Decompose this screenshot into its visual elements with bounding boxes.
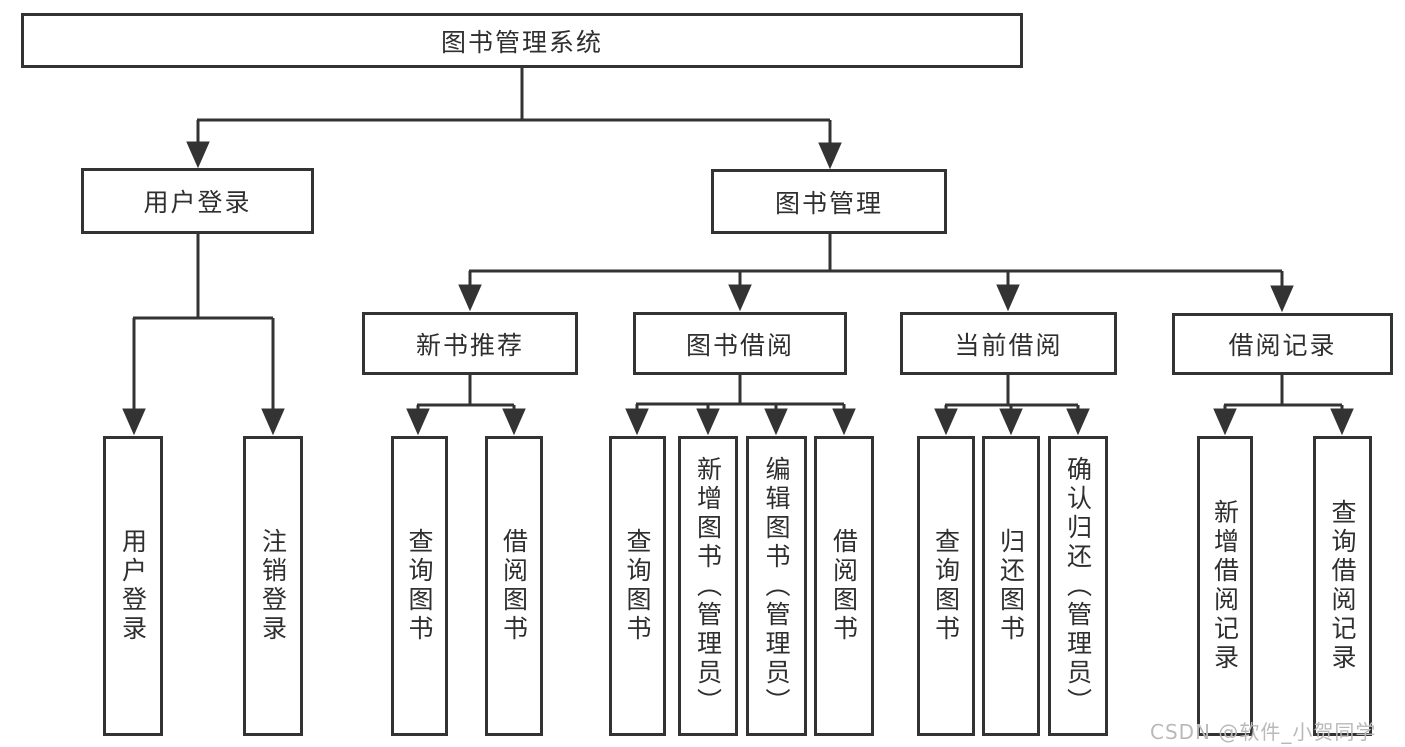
leaf-br-query-record: 查询借阅记录 (1313, 436, 1372, 736)
leaf-br-add-record: 新增借阅记录 (1197, 436, 1253, 736)
connector-currentborrow-to-leaves (934, 375, 1090, 436)
csdn-watermark: CSDN @软件_小贺同学 (1150, 720, 1377, 744)
leaf-cb-query-books: 查询图书 (917, 436, 975, 736)
connector-borrowrecords-to-leaves (1213, 375, 1354, 436)
leaf-rec-query-books: 查询图书 (391, 436, 448, 736)
leaf-logout: 注销登录 (243, 436, 303, 736)
connector-bookborrow-to-leaves (625, 375, 856, 436)
leaf-rec-borrow-books: 借阅图书 (485, 436, 543, 736)
connector-bookmgmt-to-level3 (458, 234, 1294, 313)
connector-newbookrec-to-leaves (406, 375, 526, 436)
leaf-bb-borrow-books: 借阅图书 (814, 436, 874, 736)
leaf-bb-add-books-admin: 新增图书（管理员） (678, 436, 738, 736)
connector-userlogin-to-leaves (122, 234, 285, 436)
leaf-bb-edit-books-admin: 编辑图书（管理员） (746, 436, 807, 736)
node-new-book-recommendation: 新书推荐 (362, 312, 578, 375)
leaf-bb-query-books: 查询图书 (609, 436, 666, 736)
node-root: 图书管理系统 (21, 13, 1023, 68)
node-current-borrowing: 当前借阅 (900, 312, 1117, 375)
node-book-management: 图书管理 (711, 169, 947, 234)
leaf-user-login: 用户登录 (103, 436, 163, 736)
leaf-cb-return-books: 归还图书 (982, 436, 1040, 736)
node-book-borrowing: 图书借阅 (633, 312, 847, 375)
node-borrowing-records: 借阅记录 (1172, 313, 1393, 375)
leaf-cb-confirm-return-admin: 确认归还（管理员） (1048, 436, 1108, 736)
connector-root-to-level2 (186, 68, 842, 170)
node-user-login: 用户登录 (81, 168, 314, 234)
